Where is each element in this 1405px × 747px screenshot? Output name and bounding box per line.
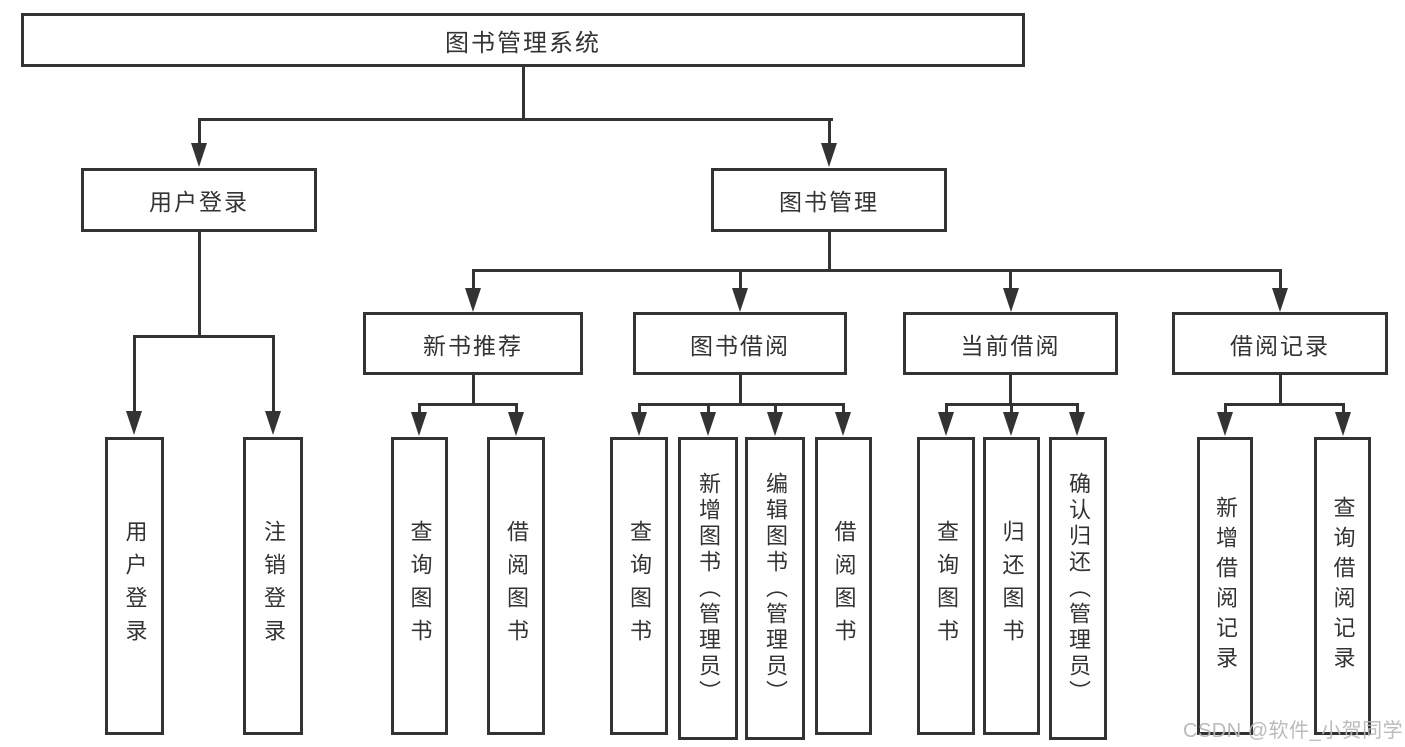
leaf-add-borrow-record: 新增借阅记录 — [1197, 437, 1253, 735]
connector-drop-level3 — [471, 269, 475, 290]
leaf-borrow-books-recommend: 借阅图书 — [487, 437, 545, 735]
connector-book-management-branch — [471, 269, 1282, 272]
leaf-label: 编辑图书（管理员） — [763, 471, 788, 706]
connector-drop-leaf — [706, 403, 710, 417]
leaf-label: 归还图书 — [999, 520, 1025, 652]
connector-drop-leaf — [1341, 403, 1345, 417]
leaf-label: 借阅图书 — [504, 520, 529, 652]
connector-drop-leaf — [417, 403, 421, 417]
connector-drop-leaf — [773, 403, 777, 417]
node-user-login: 用户登录 — [81, 168, 317, 232]
arrowhead-icon — [700, 412, 716, 436]
arrowhead-icon — [938, 412, 954, 436]
connector-drop-leaf — [637, 403, 641, 417]
arrowhead-icon — [465, 288, 481, 312]
leaf-query-books-current: 查询图书 — [917, 437, 975, 735]
leaf-label: 新增图书（管理员） — [696, 471, 721, 706]
connector-drop-user-login — [197, 118, 201, 146]
arrowhead-icon — [631, 412, 647, 436]
leaf-label: 查询图书 — [407, 520, 433, 652]
connector-drop-level3 — [738, 269, 742, 290]
arrowhead-icon — [508, 412, 524, 436]
arrowhead-icon — [1003, 412, 1019, 436]
csdn-watermark: CSDN @软件_小贺同学 — [1183, 720, 1404, 742]
node-user-login-label: 用户登录 — [149, 189, 249, 215]
connector-drop-leaf — [944, 403, 948, 417]
arrowhead-icon — [835, 412, 851, 436]
connector-drop-leaf — [271, 335, 275, 411]
connector-drop-book-management — [827, 118, 831, 146]
arrowhead-icon — [191, 143, 207, 167]
leaf-label: 查询图书 — [627, 520, 652, 652]
leaf-return-books: 归还图书 — [983, 437, 1040, 735]
leaf-add-books-admin: 新增图书（管理员） — [678, 437, 738, 740]
connector-groupD-branch — [1223, 403, 1345, 406]
arrowhead-icon — [767, 412, 783, 436]
arrowhead-icon — [1069, 412, 1085, 436]
node-book-borrow: 图书借阅 — [633, 312, 847, 375]
leaf-label: 查询图书 — [934, 520, 959, 652]
connector-drop-leaf — [514, 403, 518, 417]
connector-drop-leaf — [841, 403, 845, 417]
leaf-label: 确认归还（管理员） — [1066, 471, 1091, 706]
connector-book-management-stem — [827, 232, 831, 272]
connector-user-login-branch — [132, 335, 275, 338]
node-new-book-recommend: 新书推荐 — [363, 312, 583, 375]
leaf-borrow-books: 借阅图书 — [815, 437, 872, 735]
connector-groupA-stem — [471, 375, 475, 406]
arrowhead-icon — [1272, 288, 1288, 312]
node-new-book-recommend-label: 新书推荐 — [423, 332, 523, 359]
connector-groupC-stem — [1009, 375, 1012, 406]
leaf-label: 用户登录 — [122, 520, 148, 652]
node-borrow-record-label: 借阅记录 — [1230, 332, 1330, 359]
node-book-borrow-label: 图书借阅 — [690, 332, 790, 359]
leaf-query-borrow-record: 查询借阅记录 — [1314, 437, 1371, 735]
connector-root-stem — [521, 67, 525, 120]
arrowhead-icon — [126, 411, 142, 435]
leaf-confirm-return-admin: 确认归还（管理员） — [1049, 437, 1107, 740]
leaf-logout: 注销登录 — [243, 437, 303, 735]
node-borrow-record: 借阅记录 — [1172, 312, 1388, 375]
leaf-edit-books-admin: 编辑图书（管理员） — [745, 437, 805, 740]
arrowhead-icon — [1335, 412, 1351, 436]
arrowhead-icon — [732, 288, 748, 312]
arrowhead-icon — [1002, 288, 1019, 312]
node-root: 图书管理系统 — [21, 13, 1025, 67]
leaf-label: 新增借阅记录 — [1213, 496, 1238, 676]
node-book-management: 图书管理 — [711, 168, 947, 232]
connector-groupD-stem — [1278, 375, 1282, 406]
leaf-label: 借阅图书 — [831, 520, 857, 652]
node-root-label: 图书管理系统 — [445, 29, 601, 57]
connector-drop-level3 — [1278, 269, 1282, 290]
leaf-query-books-recommend: 查询图书 — [391, 437, 448, 735]
node-book-management-label: 图书管理 — [779, 189, 879, 215]
connector-drop-leaf — [1009, 403, 1013, 417]
connector-drop-level3 — [1009, 269, 1012, 290]
leaf-label: 注销登录 — [261, 520, 286, 652]
leaf-label: 查询借阅记录 — [1330, 496, 1356, 676]
leaf-user-login: 用户登录 — [105, 437, 164, 735]
arrowhead-icon — [821, 143, 837, 167]
connector-groupA-branch — [417, 403, 518, 406]
arrowhead-icon — [411, 412, 427, 436]
connector-user-login-stem — [197, 232, 201, 337]
leaf-query-books-borrow: 查询图书 — [610, 437, 668, 735]
arrowhead-icon — [1217, 412, 1233, 436]
connector-groupB-branch — [637, 403, 845, 406]
node-current-borrow: 当前借阅 — [903, 312, 1118, 375]
connector-groupB-stem — [738, 375, 742, 406]
connector-drop-leaf — [132, 335, 136, 411]
connector-drop-leaf — [1223, 403, 1227, 417]
node-current-borrow-label: 当前借阅 — [960, 332, 1061, 359]
connector-drop-leaf — [1075, 403, 1079, 417]
connector-root-branch — [197, 118, 833, 121]
arrowhead-icon — [265, 411, 281, 435]
